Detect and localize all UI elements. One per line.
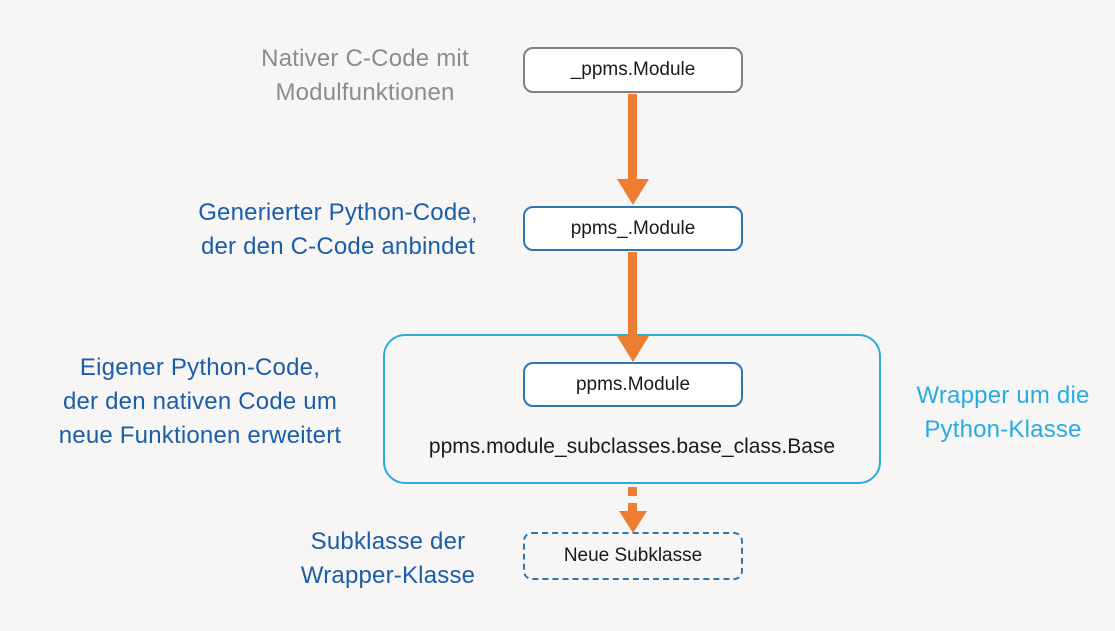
native-code-label-line1: Nativer C-Code mit (261, 45, 469, 72)
node-new-subclass-label: Neue Subklasse (563, 545, 703, 566)
own-code-label-line1: Eigener Python-Code, (79, 354, 321, 381)
native-code-label: Nativer C-Code mit Modulfunktionen (240, 42, 490, 110)
subclass-label-line1: Subklasse der (310, 528, 466, 555)
native-code-label-line2: Modulfunktionen (275, 79, 455, 106)
own-code-label: Eigener Python-Code, der den nativen Cod… (20, 351, 380, 453)
subclass-label-line2: Wrapper-Klasse (300, 562, 476, 589)
arrow-down-icon (628, 94, 637, 180)
node-new-subclass: Neue Subklasse (523, 532, 743, 580)
node-native-module: _ppms.Module (523, 47, 743, 93)
arrow-down-head-icon (617, 336, 649, 362)
arrow-down-icon (628, 252, 637, 336)
own-code-label-line3: neue Funktionen erweitert (58, 422, 342, 449)
node-wrapper-module-label: ppms.Module (575, 373, 691, 395)
arrow-down-dashed-head-icon (619, 511, 647, 533)
arrow-down-dashed-icon (628, 487, 637, 513)
node-generated-module-label: ppms_.Module (570, 217, 696, 239)
wrapper-label: Wrapper um die Python-Klasse (903, 379, 1103, 447)
wrapper-label-line1: Wrapper um die (916, 382, 1090, 409)
arrow-down-head-icon (617, 179, 649, 205)
generated-code-label-line1: Generierter Python-Code, (198, 199, 478, 226)
generated-code-label-line2: der den C-Code anbindet (200, 233, 476, 260)
subclass-label: Subklasse der Wrapper-Klasse (288, 525, 488, 593)
node-native-module-label: _ppms.Module (570, 59, 696, 80)
generated-code-label: Generierter Python-Code, der den C-Code … (168, 196, 508, 264)
wrapper-base-class-path: ppms.module_subclasses.base_class.Base (428, 435, 836, 458)
own-code-label-line2: der den nativen Code um (62, 388, 338, 415)
wrapper-label-line2: Python-Klasse (924, 416, 1082, 443)
node-generated-module: ppms_.Module (523, 206, 743, 251)
node-wrapper-module: ppms.Module (523, 362, 743, 407)
